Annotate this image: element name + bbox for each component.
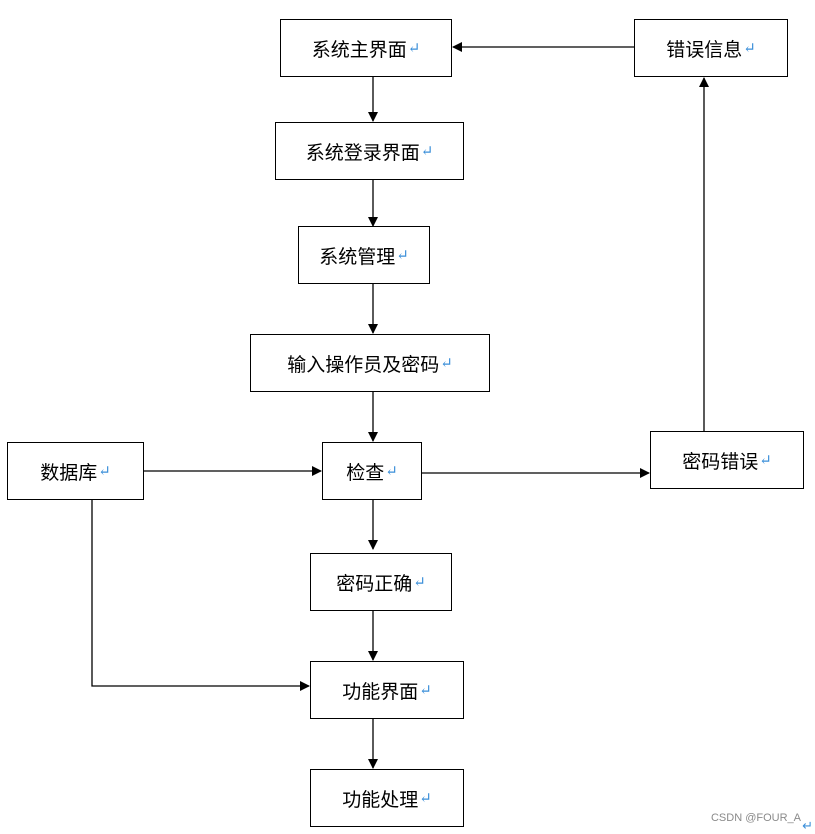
node-label: 错误信息 (666, 38, 743, 61)
node-error-info: 错误信息↵ (634, 19, 788, 77)
node-input-credentials: 输入操作员及密码↵ (250, 334, 490, 392)
node-label: 数据库 (40, 461, 98, 484)
node-check: 检查↵ (322, 442, 422, 500)
paragraph-mark-icon: ↵ (98, 462, 111, 480)
paragraph-mark-icon: ↵ (419, 681, 432, 699)
node-password-error: 密码错误↵ (650, 431, 804, 489)
node-label: 功能处理 (342, 788, 419, 811)
paragraph-mark-icon: ↵ (440, 354, 453, 372)
node-label: 密码正确 (336, 572, 413, 595)
paragraph-mark-icon: ↵ (413, 573, 426, 591)
paragraph-mark-icon: ↵ (743, 39, 756, 57)
node-database: 数据库↵ (7, 442, 144, 500)
node-function-ui: 功能界面↵ (310, 661, 464, 719)
paragraph-mark-icon: ↵ (759, 451, 772, 469)
node-label: 输入操作员及密码 (287, 353, 440, 376)
paragraph-mark-icon: ↵ (802, 819, 813, 834)
node-label: 功能界面 (342, 680, 419, 703)
node-main-ui: 系统主界面↵ (280, 19, 452, 77)
arrow-database-to-function-ui (91, 500, 310, 691)
watermark: CSDN @FOUR_A (710, 812, 801, 824)
node-function-process: 功能处理↵ (310, 769, 464, 827)
node-password-correct: 密码正确↵ (310, 553, 452, 611)
paragraph-mark-icon: ↵ (420, 142, 434, 160)
paragraph-mark-icon: ↵ (419, 789, 432, 807)
node-label: 检查 (346, 461, 385, 484)
node-label: 系统登录界面 (305, 141, 420, 164)
node-login-ui: 系统登录界面↵ (275, 122, 464, 180)
node-label: 密码错误 (682, 450, 759, 473)
paragraph-mark-icon: ↵ (385, 462, 398, 480)
node-label: 系统管理 (319, 245, 396, 268)
paragraph-mark-icon: ↵ (396, 246, 409, 264)
node-system-mgmt: 系统管理↵ (298, 226, 430, 284)
paragraph-mark-icon: ↵ (407, 39, 421, 57)
node-label: 系统主界面 (311, 38, 407, 61)
